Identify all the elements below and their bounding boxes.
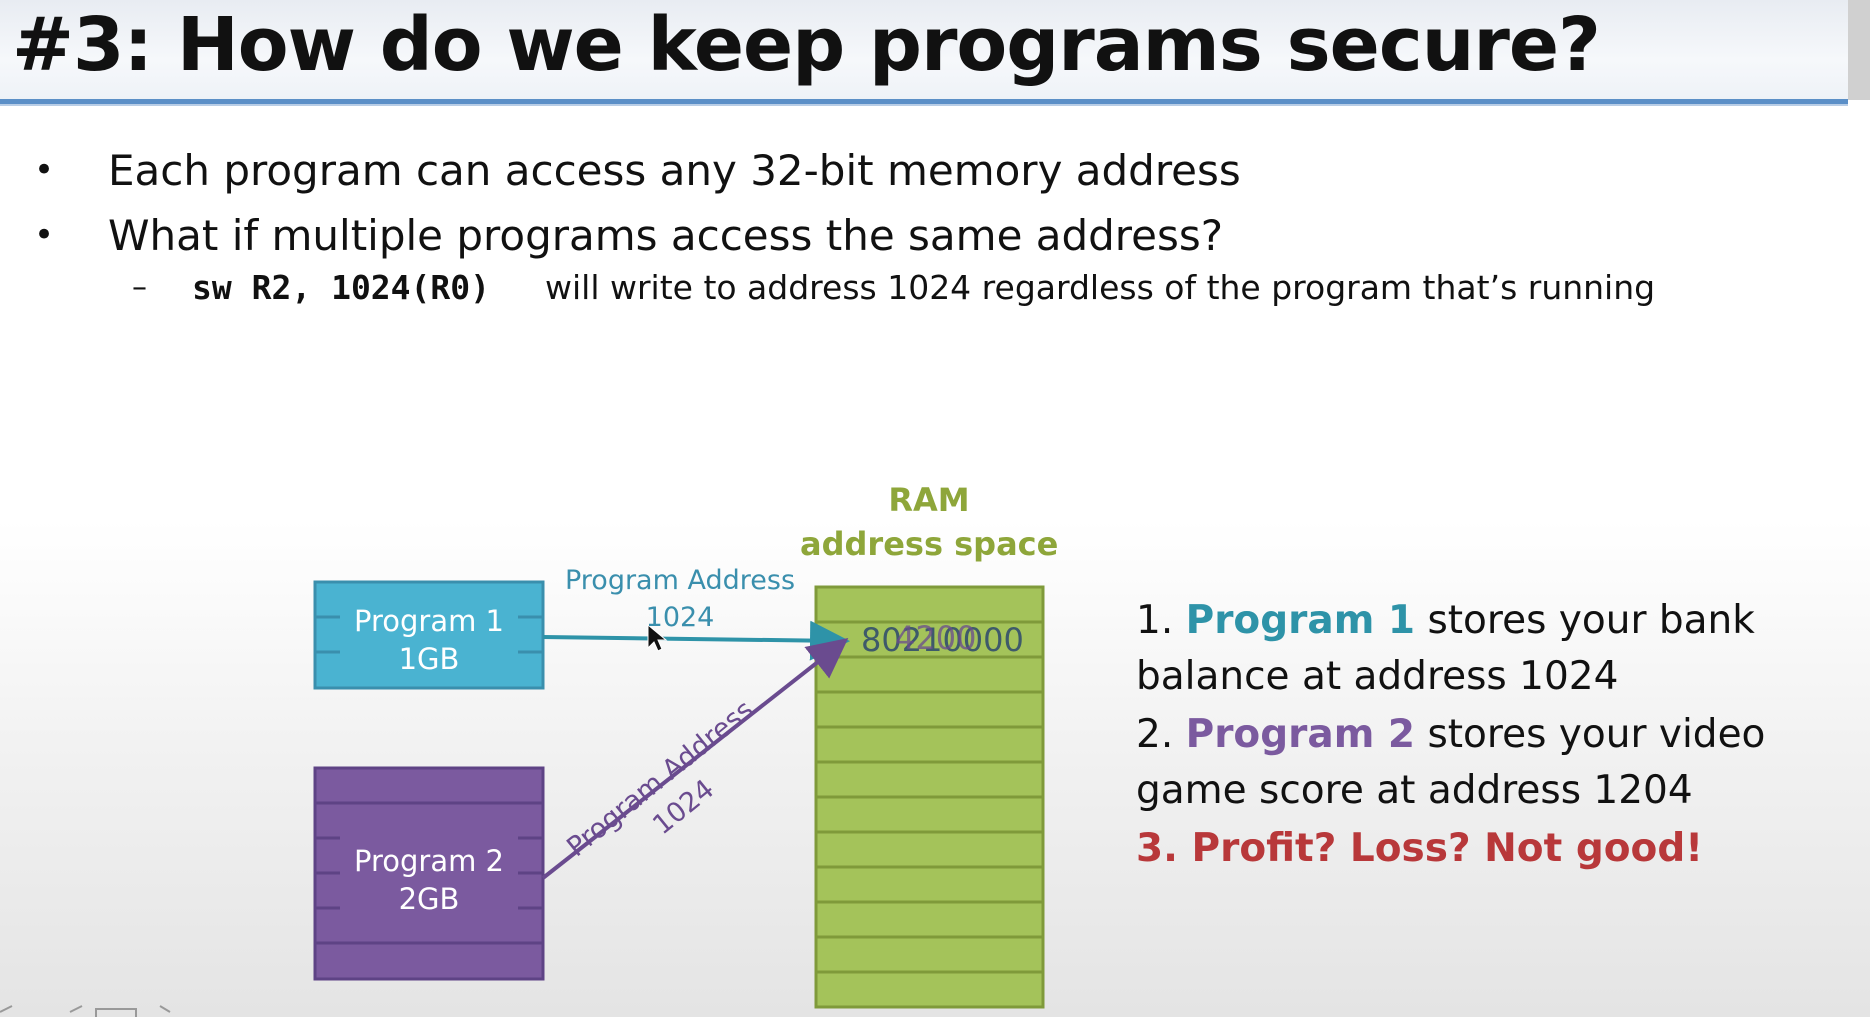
bullet-1: Each program can access any 32-bit memor… bbox=[108, 146, 1241, 195]
ram-title-line1: RAM bbox=[888, 481, 970, 519]
note-3-warning: 3. Profit? Loss? Not good! bbox=[1136, 826, 1704, 871]
ram-title: RAM address space bbox=[800, 478, 1058, 566]
program-2-name: Program 2 bbox=[353, 844, 505, 878]
slide-nav-icon bbox=[0, 1005, 171, 1017]
sub-bullet-code: sw R2, 1024(R0) bbox=[192, 268, 491, 307]
title-divider bbox=[0, 99, 1848, 104]
bullet-marker: • bbox=[34, 150, 55, 190]
arrow-program-2-to-ram bbox=[541, 638, 849, 880]
note-1-line-1: 1. Program 1 stores your bank bbox=[1136, 598, 1755, 643]
note-2-program: Program 2 bbox=[1185, 712, 1416, 757]
note-2-rest: stores your video bbox=[1415, 712, 1766, 757]
arrow-1-label: Program Address 1024 bbox=[560, 562, 800, 636]
arrow-1-label-line2: 1024 bbox=[645, 602, 715, 633]
bullet-marker: • bbox=[34, 215, 55, 255]
note-1-program: Program 1 bbox=[1185, 598, 1416, 643]
slide-title: #3: How do we keep programs secure? bbox=[12, 2, 1601, 88]
note-1-number: 1. bbox=[1136, 598, 1186, 643]
bullet-2: What if multiple programs access the sam… bbox=[108, 211, 1224, 260]
window-edge bbox=[1848, 0, 1870, 100]
arrow-program-1-to-ram bbox=[542, 620, 850, 661]
ram-cell-value-game: 4200 bbox=[895, 619, 977, 657]
program-2-label: Program 2 2GB bbox=[315, 842, 543, 918]
note-2-line-2: game score at address 1204 bbox=[1136, 768, 1693, 813]
title-bar bbox=[0, 0, 1848, 100]
note-2-line-1: 2. Program 2 stores your video bbox=[1136, 712, 1765, 757]
sub-bullet-text: will write to address 1024 regardless of… bbox=[545, 268, 1656, 307]
ram-title-line2: address space bbox=[800, 525, 1059, 563]
program-1-size: 1GB bbox=[398, 642, 460, 676]
note-1-rest: stores your bank bbox=[1415, 598, 1755, 643]
title-divider-shadow bbox=[0, 104, 1848, 106]
sub-bullet-dash: – bbox=[132, 270, 147, 305]
program-2-block bbox=[313, 766, 545, 981]
ram-cell-value-bank: 80210000 bbox=[861, 621, 1024, 659]
mouse-cursor-icon bbox=[647, 623, 668, 652]
program-2-size: 2GB bbox=[398, 882, 460, 916]
note-2-number: 2. bbox=[1136, 712, 1186, 757]
program-1-label: Program 1 1GB bbox=[315, 602, 543, 678]
note-1-line-2: balance at address 1024 bbox=[1136, 654, 1619, 699]
arrow-1-label-line1: Program Address bbox=[564, 565, 796, 596]
program-1-block bbox=[313, 580, 545, 690]
ram-block bbox=[814, 585, 1045, 1009]
program-1-name: Program 1 bbox=[353, 604, 505, 638]
